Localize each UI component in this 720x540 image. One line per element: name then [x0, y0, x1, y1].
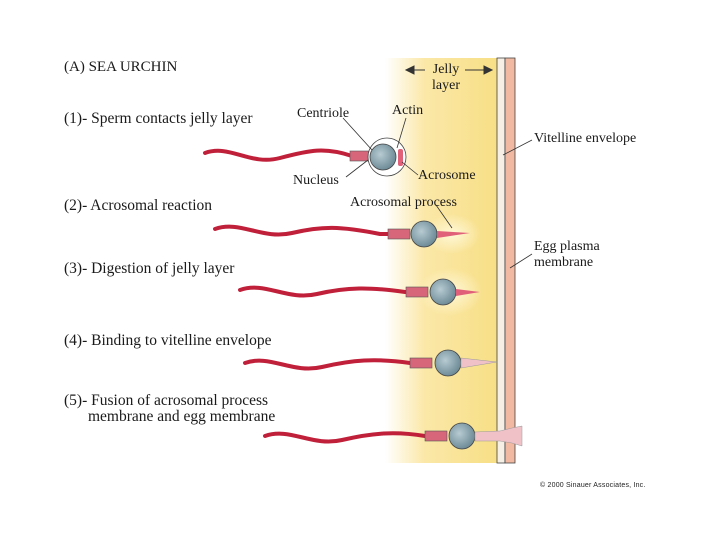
sperm-5	[263, 422, 523, 450]
vitelline-envelope-label: Vitelline envelope	[534, 131, 637, 146]
vitelline-envelope	[496, 57, 506, 464]
step-4-label: (4)- Binding to vitelline envelope	[64, 332, 272, 349]
step-1-label: (1)- Sperm contacts jelly layer	[64, 110, 253, 127]
sperm-tail-3	[238, 285, 422, 298]
sperm-tail-1	[203, 148, 372, 162]
midpiece-3	[405, 286, 429, 298]
diagram-title: (A) SEA URCHIN	[64, 59, 178, 75]
acrosomal-process-3	[456, 289, 480, 296]
sperm-head-5	[448, 422, 476, 450]
sperm-tail-4	[243, 358, 427, 371]
jelly-layer-label-2: layer	[432, 78, 460, 93]
fused-process-5	[474, 425, 523, 447]
step-5-label-cont: membrane and egg membrane	[88, 408, 276, 425]
jelly-layer-label-1: Jelly	[432, 62, 460, 77]
sperm-tail-2	[213, 224, 402, 237]
sperm-3	[238, 278, 480, 306]
step-2-label: (2)- Acrosomal reaction	[64, 197, 213, 214]
egg-plasma-membrane-label-2: membrane	[534, 255, 594, 270]
egg-plasma-membrane	[504, 57, 516, 464]
sperm-head-4	[434, 349, 462, 377]
leader-lines	[342, 117, 533, 269]
sperm-head-3	[429, 278, 457, 306]
egg-plasma-membrane-label-1: Egg plasma	[534, 239, 600, 254]
acrosomal-process-2	[437, 231, 470, 238]
step-3-label: (3)- Digestion of jelly layer	[64, 260, 235, 277]
acrosome-1	[398, 149, 403, 166]
step-5-label: (5)- Fusion of acrosomal process	[64, 392, 269, 409]
jelly-layer-arrow	[404, 65, 494, 75]
sperm-head-1	[369, 143, 397, 171]
acrosomal-process-label: Acrosomal process	[350, 195, 457, 210]
sperm-2	[213, 220, 470, 248]
nucleus-label: Nucleus	[293, 173, 339, 188]
acrosome-label: Acrosome	[418, 168, 476, 183]
midpiece-5	[424, 430, 448, 442]
acrosomal-process-4	[460, 357, 498, 369]
sperm-4	[243, 349, 498, 377]
centriole-label: Centriole	[297, 106, 350, 121]
sperm-head-2	[410, 220, 438, 248]
midpiece-4	[409, 357, 433, 369]
sperm-tail-5	[263, 431, 440, 444]
actin-label: Actin	[392, 103, 424, 118]
sperm-1	[203, 137, 407, 177]
midpiece-2	[387, 228, 411, 240]
copyright-notice: © 2000 Sinauer Associates, Inc.	[540, 482, 646, 489]
